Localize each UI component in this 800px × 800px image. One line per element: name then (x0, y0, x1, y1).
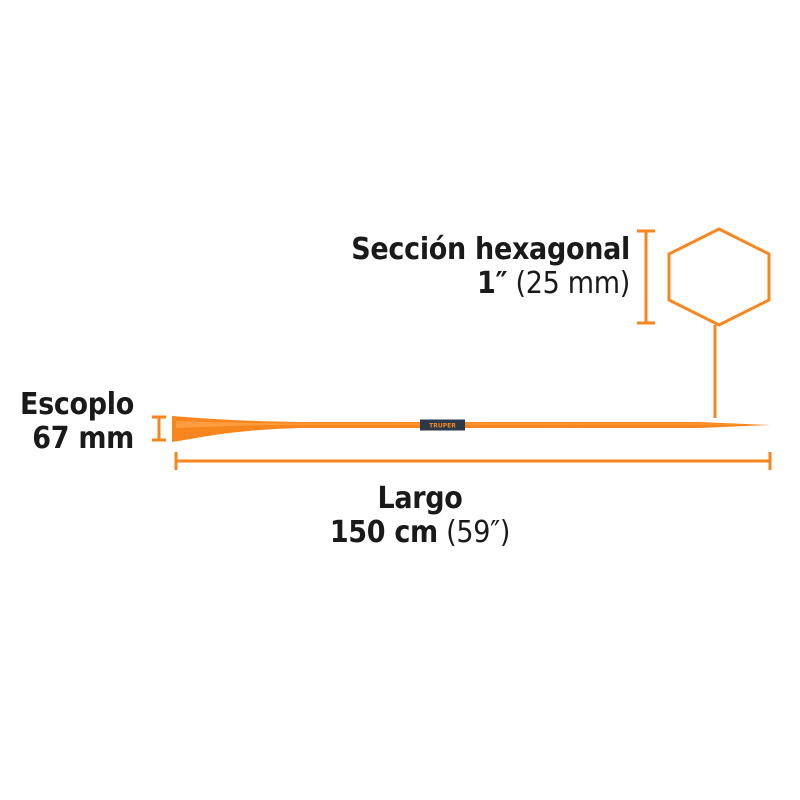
section-size-inches: 1″ (477, 265, 508, 301)
section-size-mm: (25 mm) (515, 265, 631, 301)
length-dimension-marker (174, 452, 772, 470)
brand-band (420, 419, 465, 431)
chisel-dimension-marker (152, 415, 166, 442)
hexagonal-section-label: Sección hexagonal 1″ (25 mm) (300, 233, 630, 300)
chisel-label: Escoplo 67 mm (14, 388, 134, 455)
length-size-inches: (59″) (446, 514, 511, 550)
section-dimension-marker (637, 229, 655, 325)
hexagon-section-shape (667, 227, 771, 327)
length-title: Largo (377, 481, 463, 516)
length-size-cm: 150 cm (329, 514, 438, 550)
length-size: 150 cm (59″) (300, 514, 540, 550)
brand-logo: TRUPER (429, 423, 456, 430)
pry-bar: TRUPER (172, 416, 770, 442)
section-title: Sección hexagonal (351, 232, 630, 267)
section-size: 1″ (25 mm) (300, 265, 631, 301)
pry-bar-highlight (176, 421, 755, 428)
chisel-size: 67 mm (32, 420, 134, 456)
chisel-title: Escoplo (19, 387, 134, 422)
length-label: Largo 150 cm (59″) (300, 482, 540, 549)
pry-bar-body (172, 416, 770, 442)
